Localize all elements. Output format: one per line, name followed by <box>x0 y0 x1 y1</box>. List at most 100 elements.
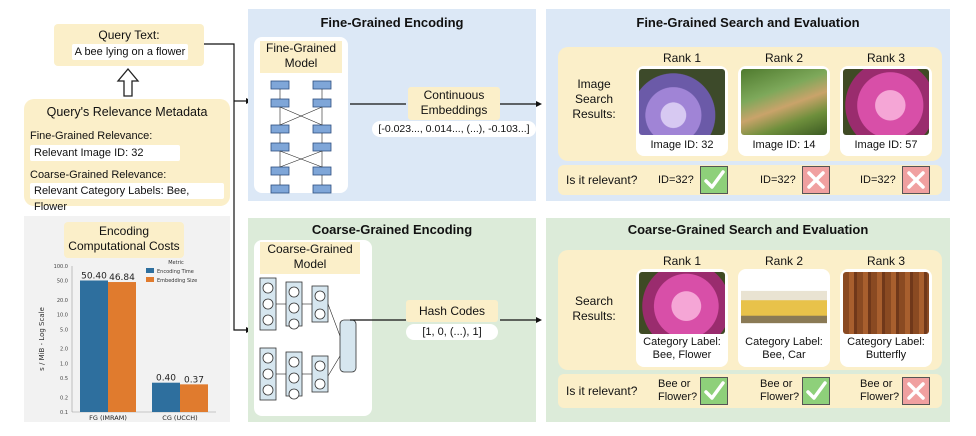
fine-rank-2-label: Rank 2 <box>764 51 804 65</box>
fine-model-line1: Fine-Grained <box>265 41 337 55</box>
y-tick-label: 100.0 <box>54 264 68 270</box>
fine-encoding-panel: Fine-Grained Encoding Fine-Grained Model… <box>248 9 536 201</box>
fine-caption-3: Image ID: 57 <box>854 139 918 151</box>
neuron-node <box>314 360 326 372</box>
x-tick-label: FG (IMRAM) <box>89 414 127 422</box>
fine-results-box: Image Search Results: Rank 1 Image ID: 3… <box>558 47 942 161</box>
bar-data-label: 0.40 <box>156 374 176 384</box>
checkmark-icon <box>700 166 728 194</box>
coarse-check-2: Bee or Flower? <box>760 378 799 404</box>
coarse-search-title: Coarse-Grained Search and Evaluation <box>627 222 869 237</box>
hash-codes-value: [1, 0, (...), 1] <box>406 324 498 340</box>
coarse-rank-3-label: Rank 3 <box>866 254 906 268</box>
metadata-title: Query's Relevance Metadata <box>46 105 208 119</box>
coarse-caption-2: Category Label: Bee, Car <box>738 336 830 362</box>
fine-results-label: Image Search Results: <box>564 77 624 122</box>
neuron-node <box>262 384 274 396</box>
checkmark-icon <box>802 377 830 405</box>
fine-result-card-1: Image ID: 32 <box>636 66 728 156</box>
fine-search-title: Fine-Grained Search and Evaluation <box>636 15 860 30</box>
coarse-network-diagram <box>259 277 357 401</box>
coarse-caption-2-line1: Category Label: <box>745 336 823 348</box>
bar-embedding-size <box>180 384 208 412</box>
neuron-node <box>288 356 300 368</box>
bee-flower-image <box>639 69 725 135</box>
y-tick-label: 0.5 <box>60 376 68 382</box>
checkmark-icon <box>700 377 728 405</box>
bar-encoding-time <box>80 280 108 412</box>
neuron-node <box>288 318 300 330</box>
costs-title-line1: Encoding <box>98 224 150 238</box>
network-link <box>327 355 341 377</box>
fine-encoding-title: Fine-Grained Encoding <box>320 15 464 30</box>
coarse-relevance-value: Relevant Category Labels: Bee, Flower <box>30 183 224 213</box>
coarse-check-3-line1: Bee or <box>860 378 893 390</box>
coarse-rank-1-label: Rank 1 <box>662 254 702 268</box>
butterfly-image <box>741 69 827 135</box>
coarse-check-3: Bee or Flower? <box>860 378 899 404</box>
costs-title-box: Encoding Computational Costs <box>64 222 184 258</box>
coarse-results-line1: Search <box>574 294 614 308</box>
fine-caption-2: Image ID: 14 <box>752 139 816 151</box>
neuron-node <box>314 308 326 320</box>
bar-embedding-size <box>108 282 136 412</box>
fine-caption-1: Image ID: 32 <box>650 139 714 151</box>
query-text-value: A bee lying on a flower <box>72 44 188 60</box>
fine-results-line2: Search <box>574 92 614 106</box>
coarse-model-line1: Coarse-Grained <box>267 242 353 256</box>
embedding-vector: [-0.023..., 0.014..., (...), -0.103...] <box>372 121 536 137</box>
coarse-rank-2-label: Rank 2 <box>764 254 804 268</box>
fine-rank-1-label: Rank 1 <box>662 51 702 65</box>
legend-label: Embedding Size <box>157 278 197 284</box>
fine-results-line1: Image <box>577 77 611 91</box>
fine-network-diagram <box>270 80 332 194</box>
y-tick-label: 20.0 <box>57 298 68 304</box>
coarse-result-card-3: Category Label: Butterfly <box>840 269 932 367</box>
coarse-results-box: Search Results: Rank 1 Category Label: B… <box>558 250 942 370</box>
bar-data-label: 50.40 <box>81 271 107 281</box>
fine-model-line2: Model <box>284 56 318 70</box>
neuron-node <box>314 378 326 390</box>
y-tick-label: 1.0 <box>60 361 68 367</box>
coarse-caption-1-line2: Bee, Flower <box>652 349 712 361</box>
neuron-node <box>288 372 300 384</box>
coarse-encoding-title: Coarse-Grained Encoding <box>311 222 473 237</box>
neuron-node <box>262 282 274 294</box>
coarse-search-panel: Coarse-Grained Search and Evaluation Sea… <box>546 218 950 422</box>
fine-results-line3: Results: <box>572 107 616 121</box>
coarse-result-card-1: Category Label: Bee, Flower <box>636 269 728 367</box>
pink-flower-image <box>843 69 929 135</box>
coarse-caption-2-line2: Bee, Car <box>762 349 806 361</box>
y-tick-label: 10.0 <box>57 313 68 319</box>
y-tick-label: 50.0 <box>57 279 68 285</box>
hash-codes-box: Hash Codes <box>406 300 498 322</box>
embeddings-line1: Continuous <box>423 88 485 102</box>
butterfly-on-wood-image <box>843 272 929 334</box>
costs-chart-area: Encoding Computational Costs 100.0 50.0 20… <box>24 216 230 422</box>
relevance-metadata-box: Query's Relevance Metadata Fine-Grained … <box>24 99 230 213</box>
coarse-caption-3: Category Label: Butterfly <box>840 336 932 362</box>
up-arrow-icon <box>116 67 140 97</box>
coarse-check-2-line1: Bee or <box>760 378 793 390</box>
query-text-box: Query Text: A bee lying on a flower <box>54 24 204 66</box>
coarse-relevance-label: Coarse-Grained Relevance: <box>30 169 167 181</box>
fine-model-box: Fine-Grained Model <box>254 37 348 194</box>
neuron-node <box>262 298 274 310</box>
neuron-node <box>288 302 300 314</box>
coarse-caption-3-line1: Category Label: <box>847 336 925 348</box>
network-link <box>279 150 323 168</box>
bar-data-label: 0.37 <box>184 375 204 385</box>
coarse-results-line2: Results: <box>572 309 616 323</box>
coarse-results-label: Search Results: <box>564 294 624 324</box>
legend-label: Encoding Time <box>157 269 194 275</box>
coarse-encoding-panel: Coarse-Grained Encoding Coarse-Grained M… <box>248 218 536 422</box>
embeddings-line2: Embeddings <box>420 103 488 117</box>
pink-flower-image <box>639 272 725 334</box>
coarse-result-card-2: Category Label: Bee, Car <box>738 269 830 367</box>
network-link <box>327 303 341 337</box>
cost-bar-chart: 100.050.020.010.05.02.01.00.50.20.1s / M… <box>38 260 216 422</box>
y-tick-label: 5.0 <box>60 327 68 333</box>
coarse-caption-3-line2: Butterfly <box>865 349 907 361</box>
coarse-check-3-line2: Flower? <box>860 391 900 403</box>
